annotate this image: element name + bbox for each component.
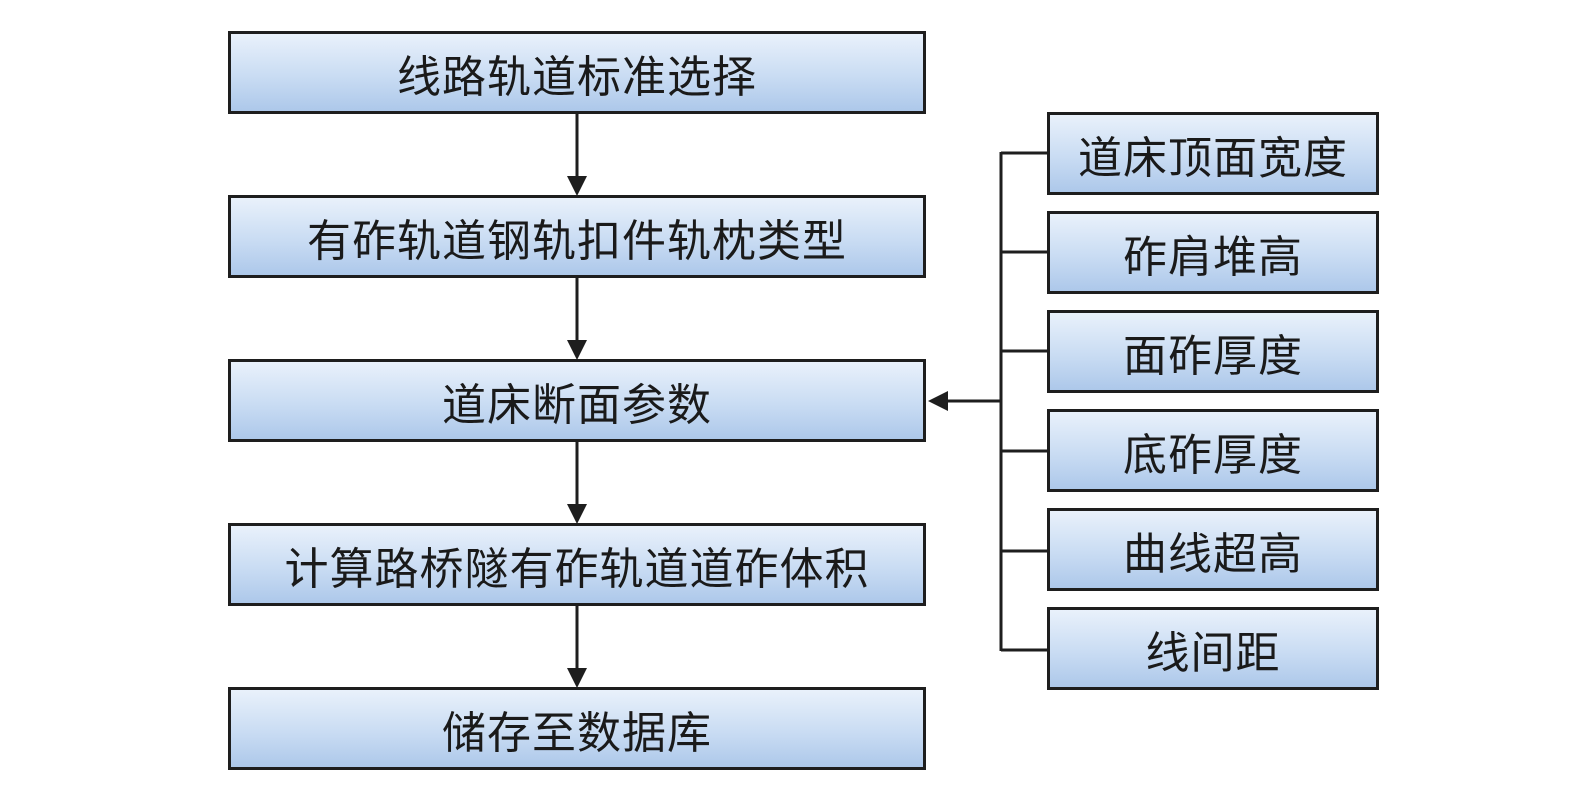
flow-step-label: 计算路桥隧有砟轨道道砟体积: [284, 543, 870, 595]
flow-step-component-types: 有砟轨道钢轨扣件轨枕类型: [228, 195, 926, 278]
flow-step-label: 线路轨道标准选择: [397, 51, 757, 103]
param-track-spacing: 线间距: [1047, 607, 1379, 690]
param-label: 底砟厚度: [1123, 429, 1303, 481]
flow-arrow-4: [567, 606, 587, 688]
flow-step-section-params: 道床断面参数: [228, 359, 926, 442]
param-sub-ballast-thickness: 底砟厚度: [1047, 409, 1379, 492]
flow-step-label: 道床断面参数: [442, 379, 712, 431]
param-label: 道床顶面宽度: [1078, 132, 1348, 184]
param-bracket: [999, 151, 1049, 652]
flow-arrow-2: [567, 278, 587, 360]
param-label: 砟肩堆高: [1123, 231, 1303, 283]
flow-arrow-1: [567, 114, 587, 196]
flow-step-compute-volume: 计算路桥隧有砟轨道道砟体积: [228, 523, 926, 606]
param-label: 面砟厚度: [1123, 330, 1303, 382]
flow-step-track-standard: 线路轨道标准选择: [228, 31, 926, 114]
flow-step-label: 储存至数据库: [442, 707, 712, 759]
flow-step-save-database: 储存至数据库: [228, 687, 926, 770]
param-bed-top-width: 道床顶面宽度: [1047, 112, 1379, 195]
flow-arrow-3: [567, 442, 587, 524]
param-arrow: [928, 391, 1001, 411]
param-shoulder-height: 砟肩堆高: [1047, 211, 1379, 294]
param-label: 曲线超高: [1123, 528, 1303, 580]
param-top-ballast-thickness: 面砟厚度: [1047, 310, 1379, 393]
flow-step-label: 有砟轨道钢轨扣件轨枕类型: [307, 215, 847, 267]
param-label: 线间距: [1145, 627, 1281, 679]
param-curve-superelevation: 曲线超高: [1047, 508, 1379, 591]
